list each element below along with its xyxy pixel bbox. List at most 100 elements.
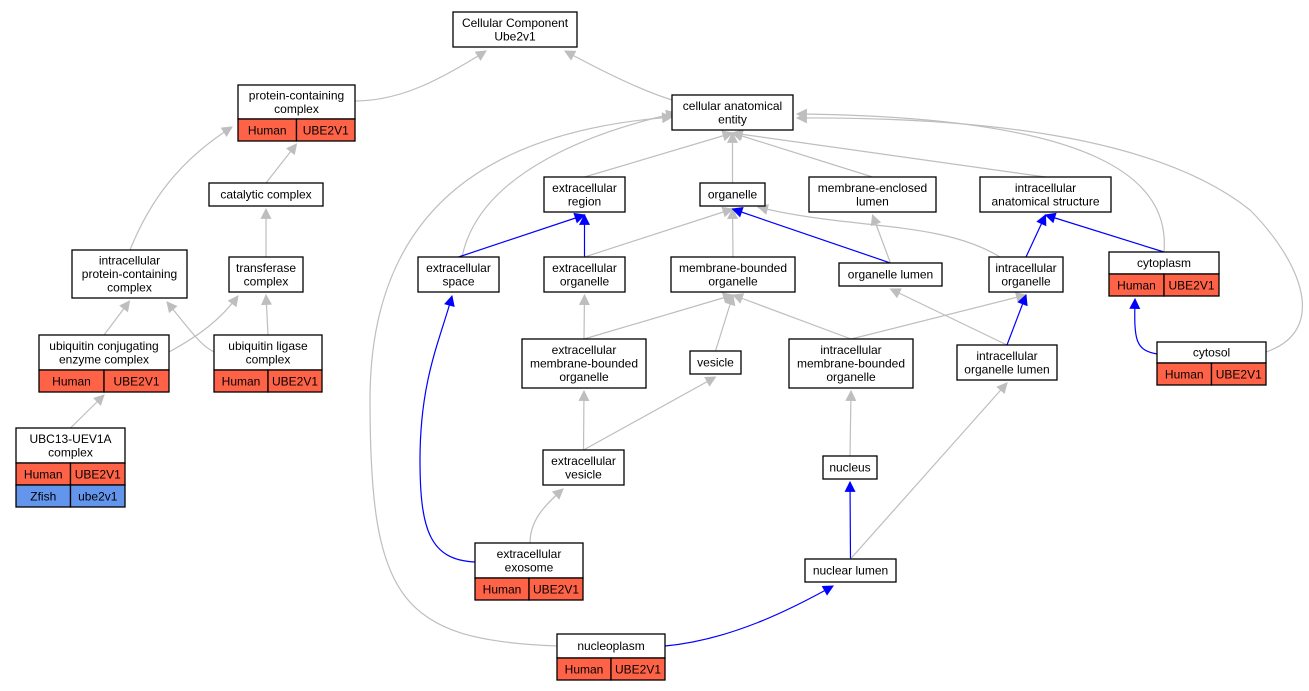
term-label-line: region (568, 194, 601, 208)
term-label-line: UBC13-UEV1A (29, 432, 111, 446)
gene-label: UBE2V1 (1168, 279, 1214, 293)
term-box (689, 350, 742, 375)
term-box (699, 182, 766, 207)
term-box (542, 449, 625, 486)
is-a-edge-catcomp-to-pcc (265, 143, 298, 184)
term-label-line: nucleoplasm (577, 639, 644, 653)
term-label-line: extracellular (426, 261, 491, 275)
term-label-line: intracellular (820, 343, 881, 357)
term-label-line: organelle (826, 370, 876, 384)
term-box (228, 256, 304, 293)
part-of-edge-exosome-to-extspace (419, 294, 476, 563)
gene-cell (1210, 362, 1267, 386)
is-a-edge-extves-to-embo (578, 389, 590, 451)
term-label-line: enzyme complex (59, 352, 149, 366)
term-label-line: space (442, 274, 474, 288)
part-of-edge-nucleoplasm-to-nuclumen (664, 585, 834, 647)
is-a-edge-imbo-to-intorg (850, 292, 1028, 340)
is-a-edge-vesicle-to-mbo (714, 293, 736, 352)
is-a-edge-nuclumen-to-iol (850, 382, 1008, 560)
gene-cell (69, 484, 126, 508)
gene-cell (267, 369, 323, 393)
is-a-edge-cytosol-to-cae (795, 112, 1304, 353)
term-box (671, 94, 794, 131)
term-node-catcomp[interactable]: catalytic complex (208, 182, 324, 207)
term-label-line: ubiquitin ligase (228, 339, 308, 353)
term-box (543, 176, 626, 213)
term-label-line: extracellular (552, 261, 617, 275)
gene-label: UBE2V1 (113, 375, 159, 389)
is-a-edge-extorg-to-organelle (584, 206, 734, 258)
term-label-line: vesicle (565, 467, 602, 481)
term-node-organelle[interactable]: organelle (699, 182, 766, 207)
is-a-edge-exosome-to-extves (529, 488, 564, 544)
term-label-line: extracellular (552, 343, 617, 357)
term-label-line: organelle (708, 188, 758, 202)
term-node-vesicle[interactable]: vesicle (689, 350, 742, 375)
gene-cell (1163, 273, 1220, 297)
term-label-line: entity (718, 112, 747, 126)
species-label: Human (222, 375, 261, 389)
part-of-edge-nuclumen-to-nucleus (844, 480, 856, 560)
term-label-line: extracellular (552, 181, 617, 195)
term-label-line: cytoplasm (1137, 256, 1191, 270)
gene-cell (103, 369, 170, 393)
term-label-line: protein-containing (249, 88, 344, 102)
is-a-edge-embo-to-extorg (578, 293, 590, 340)
term-box (452, 11, 578, 48)
term-label-line: organelle lumen (848, 268, 933, 282)
term-label-line: organelle (708, 274, 758, 288)
gene-label: UBE2V1 (1216, 368, 1262, 382)
term-label-line: membrane-bounded (530, 357, 638, 371)
term-box (237, 84, 356, 120)
is-a-edge-embo-to-mbo (583, 292, 735, 340)
term-label-line: membrane-bounded (679, 261, 787, 275)
gene-label: ube2v1 (78, 490, 118, 504)
term-box (15, 427, 126, 464)
term-box (804, 558, 897, 583)
term-label-line: organelle lumen (964, 362, 1049, 376)
is-a-edge-pcc-to-root (354, 50, 487, 102)
term-label-line: Ube2v1 (494, 29, 536, 43)
term-label-line: intracellular (99, 254, 160, 268)
term-node-nucleus[interactable]: nucleus (822, 455, 878, 480)
gene-cell (295, 118, 356, 142)
term-node-nuclumen[interactable]: nuclear lumen (804, 558, 897, 583)
term-box (808, 176, 937, 213)
term-label-line: anatomical structure (991, 194, 1099, 208)
is-a-edge-mbo-to-organelle (727, 207, 739, 258)
term-label-line: complex (244, 274, 289, 288)
term-label-line: membrane-bounded (797, 357, 905, 371)
term-node-orglumen[interactable]: organelle lumen (838, 262, 943, 287)
is-a-edge-nucleus-to-imbo (845, 389, 857, 457)
term-box (556, 633, 666, 659)
is-a-edge-ulc-to-ipcc (166, 301, 215, 353)
gene-label: UBE2V1 (533, 583, 579, 597)
species-label: Human (24, 468, 63, 482)
